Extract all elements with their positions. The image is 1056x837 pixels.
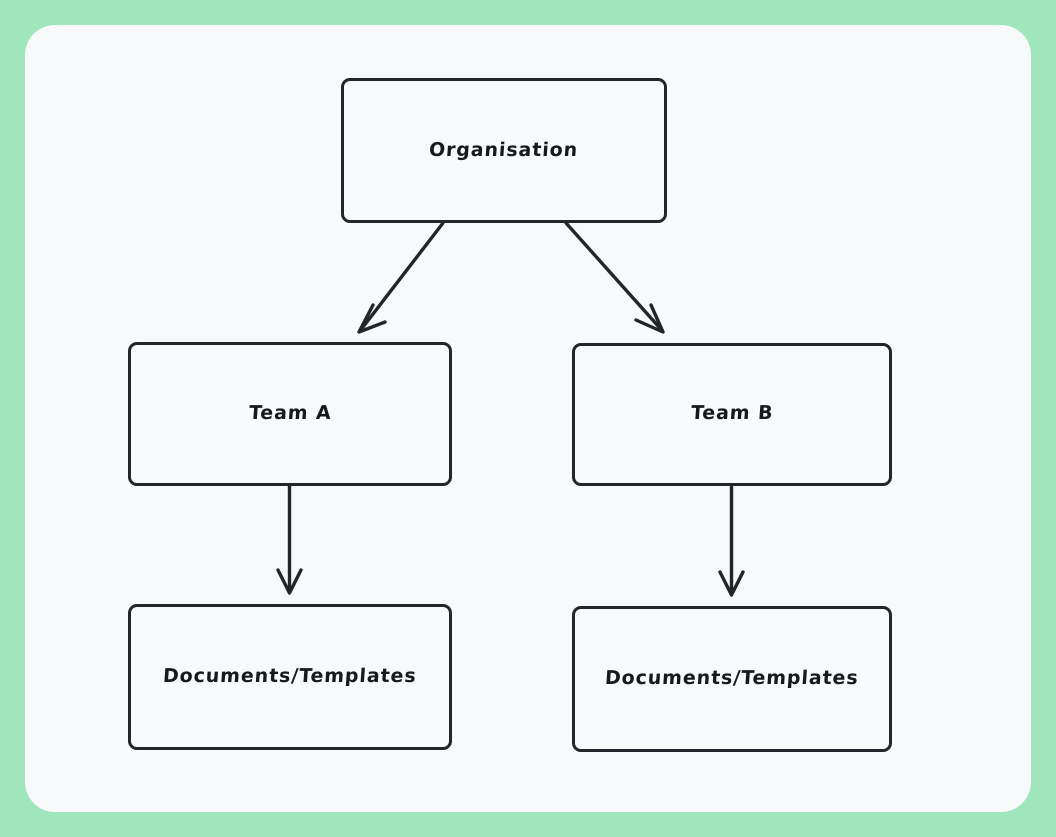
node-documents-templates-b[interactable]: Documents/Templates [572, 606, 892, 752]
node-team-a[interactable]: Team A [128, 342, 452, 486]
edge-organisation-to-team-a [357, 221, 445, 334]
node-team-b-label: Team B [689, 402, 774, 424]
edge-team-a-to-docs-a [276, 484, 303, 595]
edge-organisation-to-team-b [564, 221, 665, 334]
node-documents-templates-a-label: Documents/Templates [162, 665, 418, 687]
node-organisation-label: Organisation [428, 138, 580, 161]
node-team-a-label: Team A [247, 401, 333, 424]
node-team-b[interactable]: Team B [572, 343, 892, 486]
edge-team-b-to-docs-b [718, 485, 745, 597]
node-documents-templates-a[interactable]: Documents/Templates [128, 604, 452, 750]
node-organisation[interactable]: Organisation [341, 78, 667, 223]
node-documents-templates-b-label: Documents/Templates [604, 667, 860, 689]
